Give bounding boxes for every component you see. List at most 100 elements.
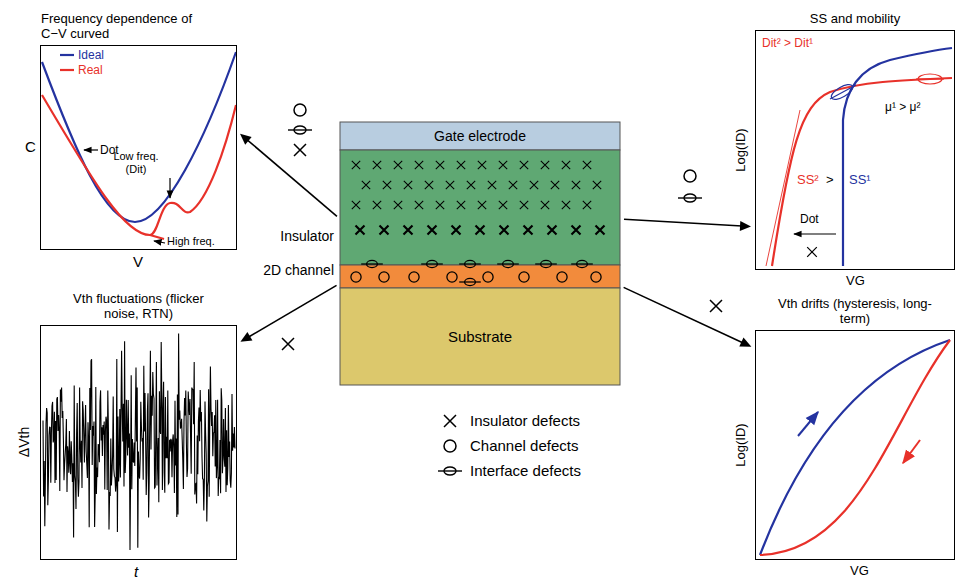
illustration-use xyxy=(678,194,702,202)
illustration-use xyxy=(356,226,365,235)
illustration-use xyxy=(562,161,570,169)
insulator-layer: Insulator xyxy=(340,150,620,265)
layer-label: Insulator xyxy=(280,228,334,245)
annotation: High freq. xyxy=(167,235,215,248)
illustration-path xyxy=(830,85,856,99)
illustration-use xyxy=(497,260,519,267)
annotation: SS¹ xyxy=(849,172,871,188)
illustration-use xyxy=(478,161,486,169)
illustration-use xyxy=(438,467,462,475)
illustration-use xyxy=(362,181,370,189)
illustration-path xyxy=(84,149,98,150)
illustration-path xyxy=(60,69,74,71)
connector-line xyxy=(247,140,337,217)
illustration-use xyxy=(457,161,465,169)
illustration-use xyxy=(499,201,507,209)
arrow-head xyxy=(240,134,252,145)
connector-line xyxy=(248,285,336,337)
illustration-use xyxy=(452,226,461,235)
illustration-use xyxy=(596,226,605,235)
illustration-use xyxy=(478,201,486,209)
connector-arrow xyxy=(624,287,752,346)
noise-plot-panel: Vth fluctuations (flicker noise, RTN) xyxy=(40,325,237,560)
panel-title: Vth fluctuations (flicker noise, RTN) xyxy=(64,291,214,322)
illustration-use xyxy=(499,161,507,169)
illustration-use xyxy=(404,181,412,189)
illustration-use xyxy=(294,104,306,116)
legend-text: Channel defects xyxy=(470,437,578,455)
illustration-use xyxy=(541,161,549,169)
illustration-rect xyxy=(340,122,620,150)
legend-text: Interface defects xyxy=(470,462,581,480)
illustration-rect xyxy=(340,265,620,288)
illustration-use xyxy=(541,201,549,209)
illustration-use xyxy=(572,226,581,235)
illustration-use xyxy=(444,415,456,427)
illustration-use xyxy=(591,272,601,282)
illustration-g xyxy=(351,161,605,286)
illustration-path xyxy=(169,178,170,198)
illustration-use xyxy=(583,161,591,169)
illustration-path xyxy=(794,233,836,234)
illustration-path xyxy=(760,340,950,555)
substrate-layer: Substrate xyxy=(340,288,620,385)
panel-title: SS and mobility xyxy=(810,11,900,27)
illustration-use xyxy=(483,272,493,282)
axis-label: C xyxy=(25,138,36,156)
illustration-use xyxy=(380,226,389,235)
gate-electrode-layer: Gate electrode xyxy=(340,122,620,150)
axis-label: ΔVth xyxy=(16,427,33,457)
illustration-use xyxy=(409,272,419,282)
illustration-use xyxy=(394,161,402,169)
illustration-use xyxy=(428,226,437,235)
connector-line xyxy=(624,287,744,343)
annotation: μ¹ > μ² xyxy=(885,100,921,114)
illustration-path xyxy=(766,110,800,266)
illustration-use xyxy=(548,226,557,235)
illustration-path xyxy=(42,95,236,235)
connector-line xyxy=(624,219,742,226)
illustration-use xyxy=(394,201,402,209)
illustration-use xyxy=(352,201,360,209)
connector-arrow xyxy=(240,134,337,217)
cv-plot-panel: Frequency dependence of C−V curved xyxy=(40,45,237,250)
curve-legend: Ideal xyxy=(78,48,104,62)
illustration-use xyxy=(373,161,381,169)
illustration-use xyxy=(294,144,306,156)
annotation: > xyxy=(826,172,834,188)
illustration-use xyxy=(404,226,413,235)
illustration-use xyxy=(684,170,696,182)
panel-title: Frequency dependence of C−V curved xyxy=(41,11,216,42)
annotation: SS² xyxy=(797,172,819,188)
illustration-use xyxy=(520,201,528,209)
drift-plot-panel: Vth drifts (hysteresis, long-term) xyxy=(755,330,955,560)
illustration-use xyxy=(551,181,559,189)
channel-layer: 2D channel xyxy=(340,265,620,288)
illustration-use xyxy=(562,201,570,209)
illustration-use xyxy=(425,181,433,189)
illustration-use xyxy=(571,260,593,267)
illustration-use xyxy=(446,181,454,189)
illustration-use xyxy=(459,278,481,285)
illustration-use xyxy=(373,201,381,209)
illustration-use xyxy=(519,272,529,282)
axis-label: Log(ID) xyxy=(733,423,749,466)
illustration-use xyxy=(583,201,591,209)
illustration-path xyxy=(154,241,165,243)
illustration-use xyxy=(436,201,444,209)
illustration-path xyxy=(843,48,952,266)
illustration-use xyxy=(530,181,538,189)
illustration-use xyxy=(572,181,580,189)
illustration-path xyxy=(150,235,164,239)
axis-label: Log(ID) xyxy=(733,128,749,171)
illustration-use xyxy=(415,201,423,209)
arrow-head xyxy=(740,221,751,231)
illustration-use xyxy=(282,338,294,350)
illustration-use xyxy=(500,226,509,235)
illustration-use xyxy=(593,181,601,189)
axis-label: V xyxy=(133,253,143,271)
illustration-use xyxy=(415,161,423,169)
illustration-use xyxy=(383,181,391,189)
illustration-rect xyxy=(340,150,620,265)
